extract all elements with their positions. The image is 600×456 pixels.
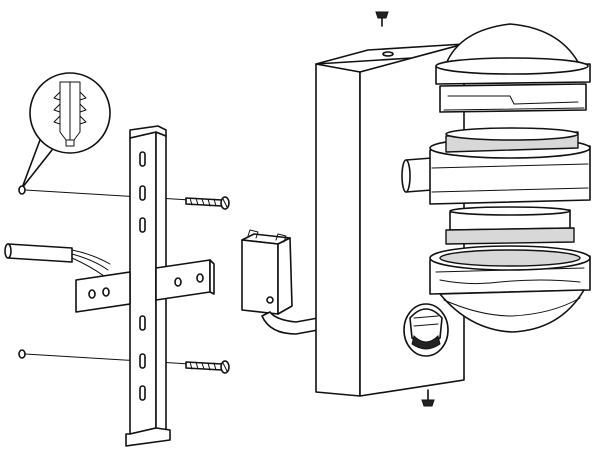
motion-sensor [403,303,449,357]
terminal-box [241,229,319,335]
globe-diffuser [435,23,591,113]
mounting-screw [185,360,230,374]
wall-plug-detail [21,72,111,189]
base-ring [429,245,591,333]
fixing-screw-bottom [421,389,435,407]
fixing-screw-top [375,11,389,27]
ring-lower [445,206,575,245]
mains-cable [4,243,111,277]
ring-upper [429,127,591,205]
mounting-bracket [75,125,215,447]
mounting-screw [185,196,230,210]
